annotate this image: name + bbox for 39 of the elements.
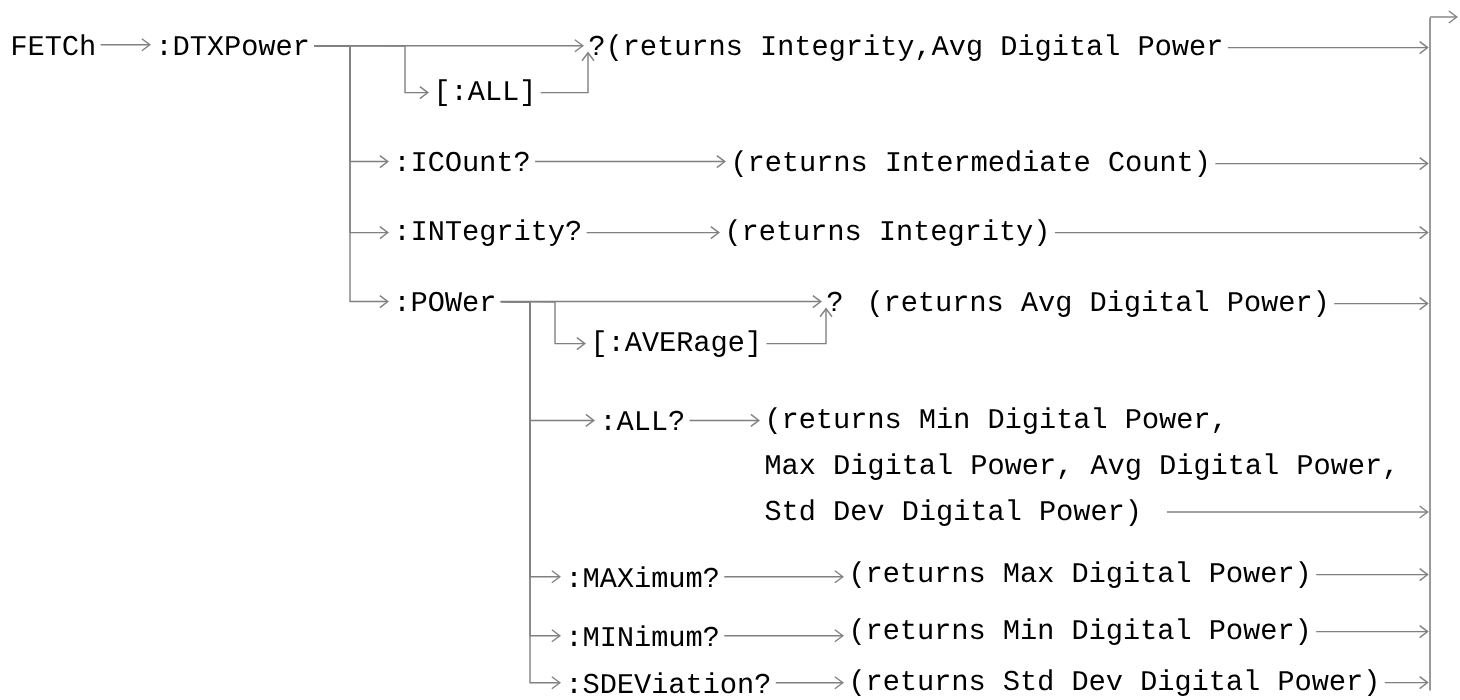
arrow [1054,225,1429,240]
arrow [1166,505,1429,519]
command-keyword: FETCh [13,34,94,56]
command-keyword: :ICOunt? [400,151,529,172]
arrow [1384,675,1429,690]
arrow [534,154,726,169]
arrow [1429,10,1458,24]
optional-keyword: [:AVERage] [596,330,757,357]
arrow [1227,40,1429,55]
optional-keyword: [:ALL] [439,79,531,106]
arrow [1315,567,1429,582]
arrow [775,676,844,690]
command-keyword: :ALL? [606,410,684,430]
arrow [688,413,760,428]
return-text: ? (returns Avg Digital Power) [827,290,1325,317]
return-text: ?(returns Integrity,Avg Digital Power [589,34,1221,61]
return-text: (returns Intermediate Count) [735,150,1207,177]
return-text: (returns Std Dev Digital Power) [853,669,1376,696]
arrow [765,307,833,345]
arrow [1333,296,1429,311]
return-text: (returns Min Digital Power) [853,618,1307,645]
command-keyword: :MINimum? [572,625,718,647]
return-text: (returns Integrity) [729,219,1046,246]
arrow [540,51,595,94]
bus-line [1429,17,1431,691]
arrow [723,570,844,584]
return-text: (returns Min Digital Power, Max Digital Power, Avg Digital Power, Std Dev Digital Power) [765,407,1392,526]
command-keyword: :INTegrity? [400,219,580,246]
arrow [1315,624,1429,639]
command-keyword: :MAXimum? [572,566,718,588]
arrow [723,629,844,643]
arrow [99,38,151,52]
arrow [313,45,389,309]
arrow [585,225,720,240]
return-text: (returns Max Digital Power) [853,561,1307,588]
arrow [1214,156,1429,171]
command-keyword: :POWer [400,291,494,312]
command-keyword: :SDEViation? [572,672,770,694]
command-keyword: :DTXPower [162,36,308,56]
